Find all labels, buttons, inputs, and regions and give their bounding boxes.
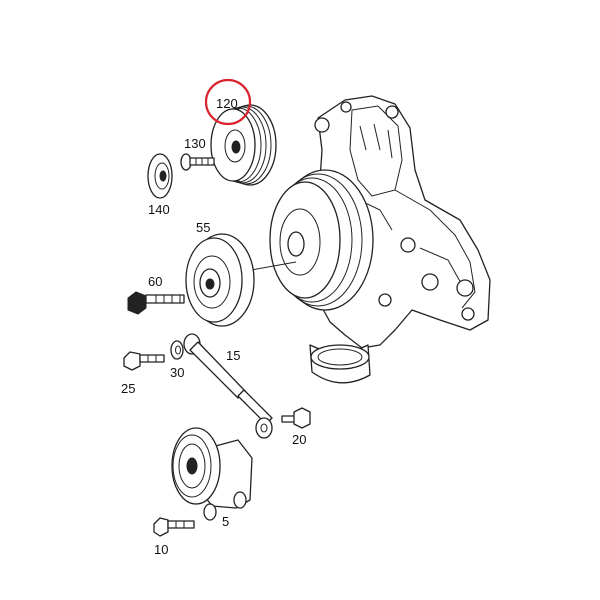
cover-cap-140	[147, 153, 173, 199]
callout-25: 25	[121, 381, 135, 396]
callout-10: 10	[154, 542, 168, 557]
damper-strut-15	[183, 333, 273, 439]
callout-60: 60	[148, 274, 162, 289]
callout-140: 140	[148, 202, 170, 217]
belt-tensioner-5	[171, 427, 253, 521]
washer-30	[170, 340, 184, 360]
highlight-circle	[204, 78, 252, 126]
bolt-60	[127, 291, 185, 315]
bolt-10	[153, 517, 195, 537]
water-pump-pulley	[269, 169, 374, 311]
callout-20: 20	[292, 432, 306, 447]
idler-pulley-55	[185, 233, 255, 327]
callout-130: 130	[184, 136, 206, 151]
grooved-pulley-120	[210, 104, 277, 186]
callout-15: 15	[226, 348, 240, 363]
callout-30: 30	[170, 365, 184, 380]
callout-120: 120	[216, 96, 238, 111]
bolt-25	[123, 351, 165, 371]
bolt-130	[180, 153, 215, 171]
callout-55: 55	[196, 220, 210, 235]
callout-5: 5	[222, 514, 229, 529]
bolt-20	[281, 407, 311, 429]
